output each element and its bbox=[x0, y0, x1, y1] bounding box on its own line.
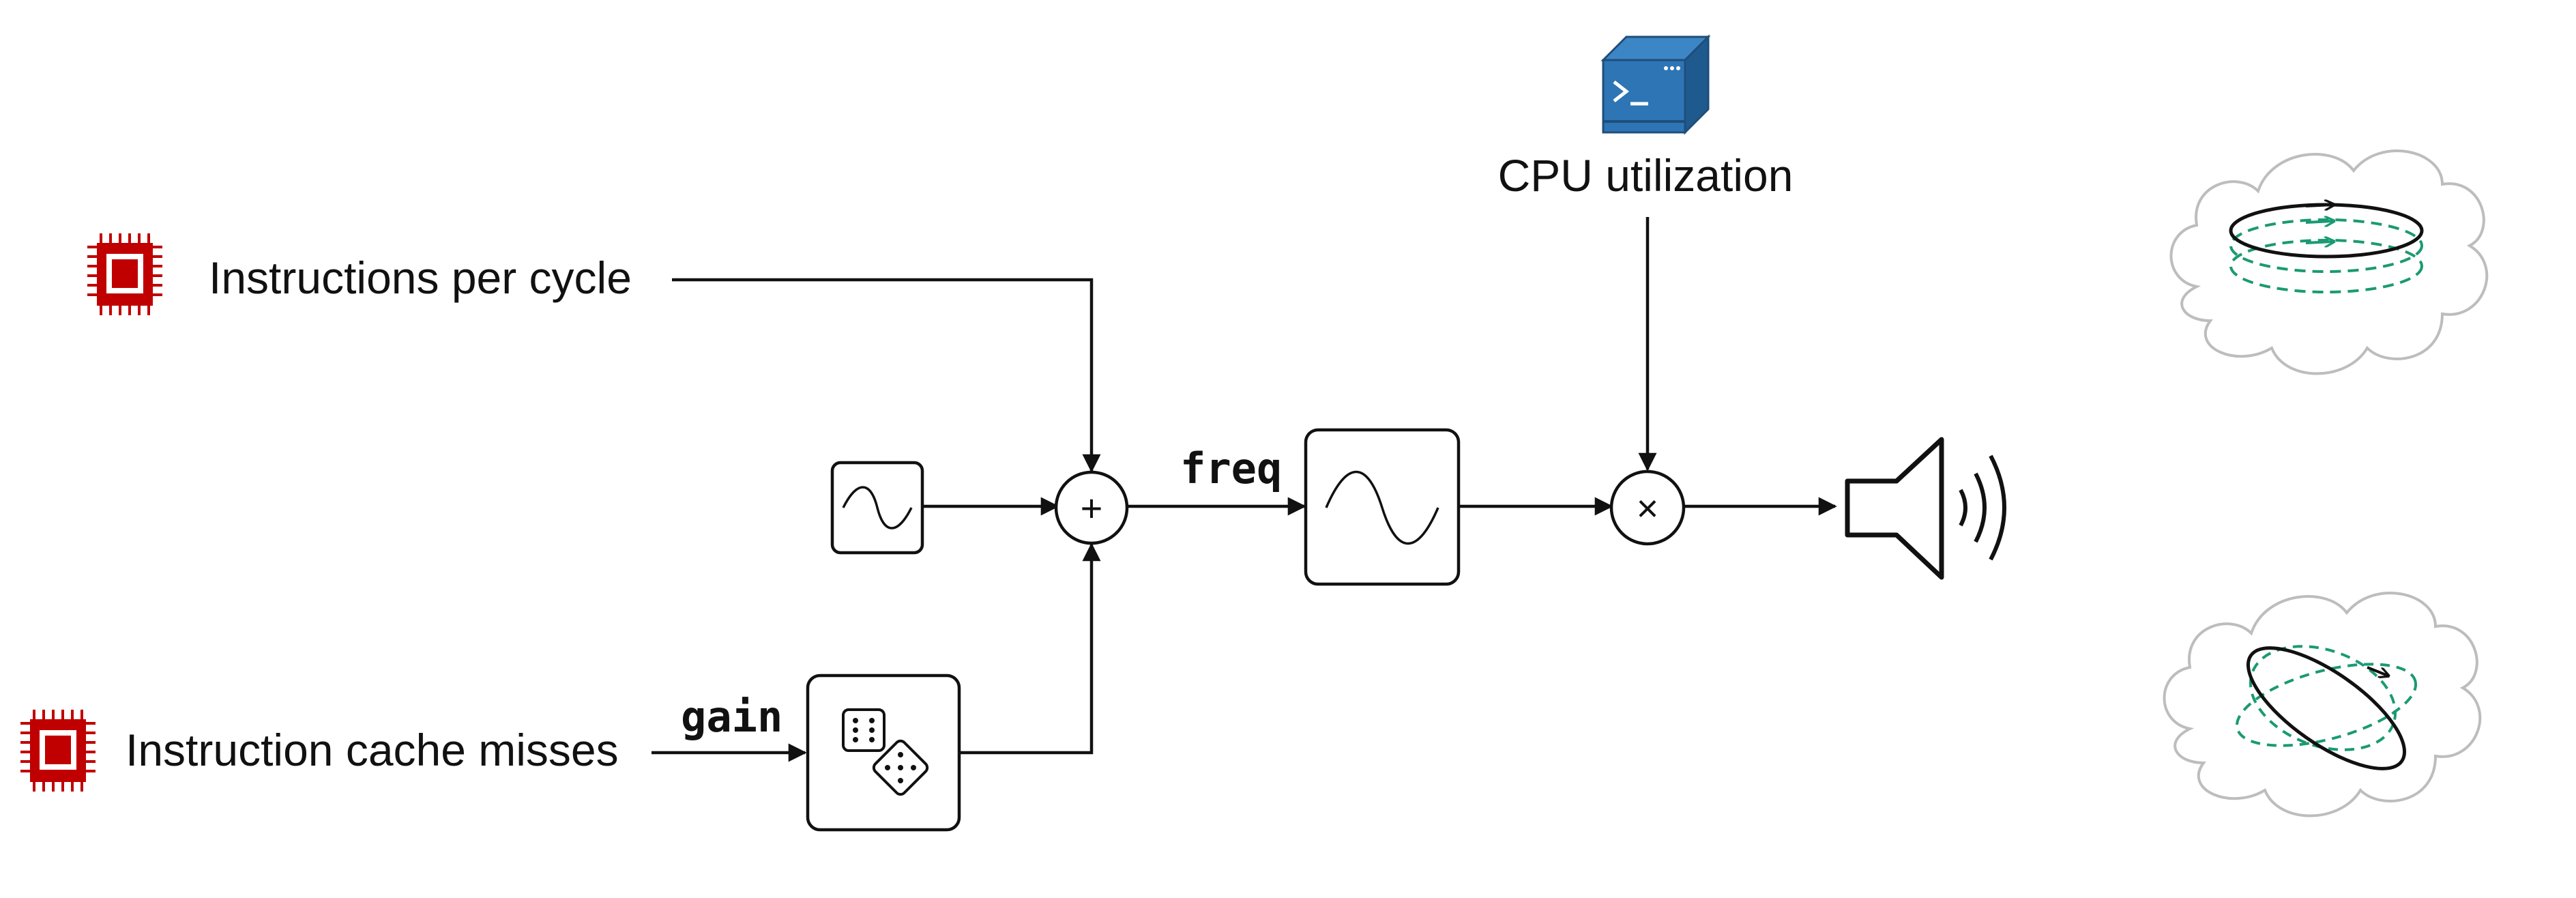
multiply-junction: × bbox=[1609, 469, 1686, 546]
speaker-icon bbox=[1845, 437, 2006, 580]
vco-oscillator-block bbox=[1304, 428, 1461, 586]
cloud-rotation-icon bbox=[2163, 592, 2482, 817]
random-gain-block bbox=[806, 674, 961, 832]
sum-operator: + bbox=[1081, 487, 1103, 530]
wire-ipc-to-sum bbox=[672, 278, 1101, 473]
freq-label: freq bbox=[1180, 444, 1282, 493]
sine-wave-icon bbox=[842, 486, 913, 530]
gain-label: gain bbox=[681, 692, 782, 742]
cpu-chip-icon bbox=[87, 233, 162, 315]
multiply-operator: × bbox=[1637, 487, 1659, 530]
ipc-label: Instructions per cycle bbox=[209, 252, 632, 303]
cpu-utilization-label: CPU utilization bbox=[1498, 150, 1794, 201]
icache-label: Instruction cache misses bbox=[126, 725, 619, 775]
cloud-rotation-icon bbox=[2169, 149, 2489, 375]
sine-wave-icon bbox=[1325, 470, 1439, 545]
cpu-chip-icon bbox=[20, 710, 96, 792]
sum-junction: + bbox=[1054, 470, 1129, 545]
terminal-server-icon bbox=[1600, 34, 1711, 135]
wire-dice-to-sum bbox=[959, 542, 1101, 755]
lfo-oscillator-block bbox=[830, 461, 924, 555]
dice-icon bbox=[842, 708, 929, 796]
